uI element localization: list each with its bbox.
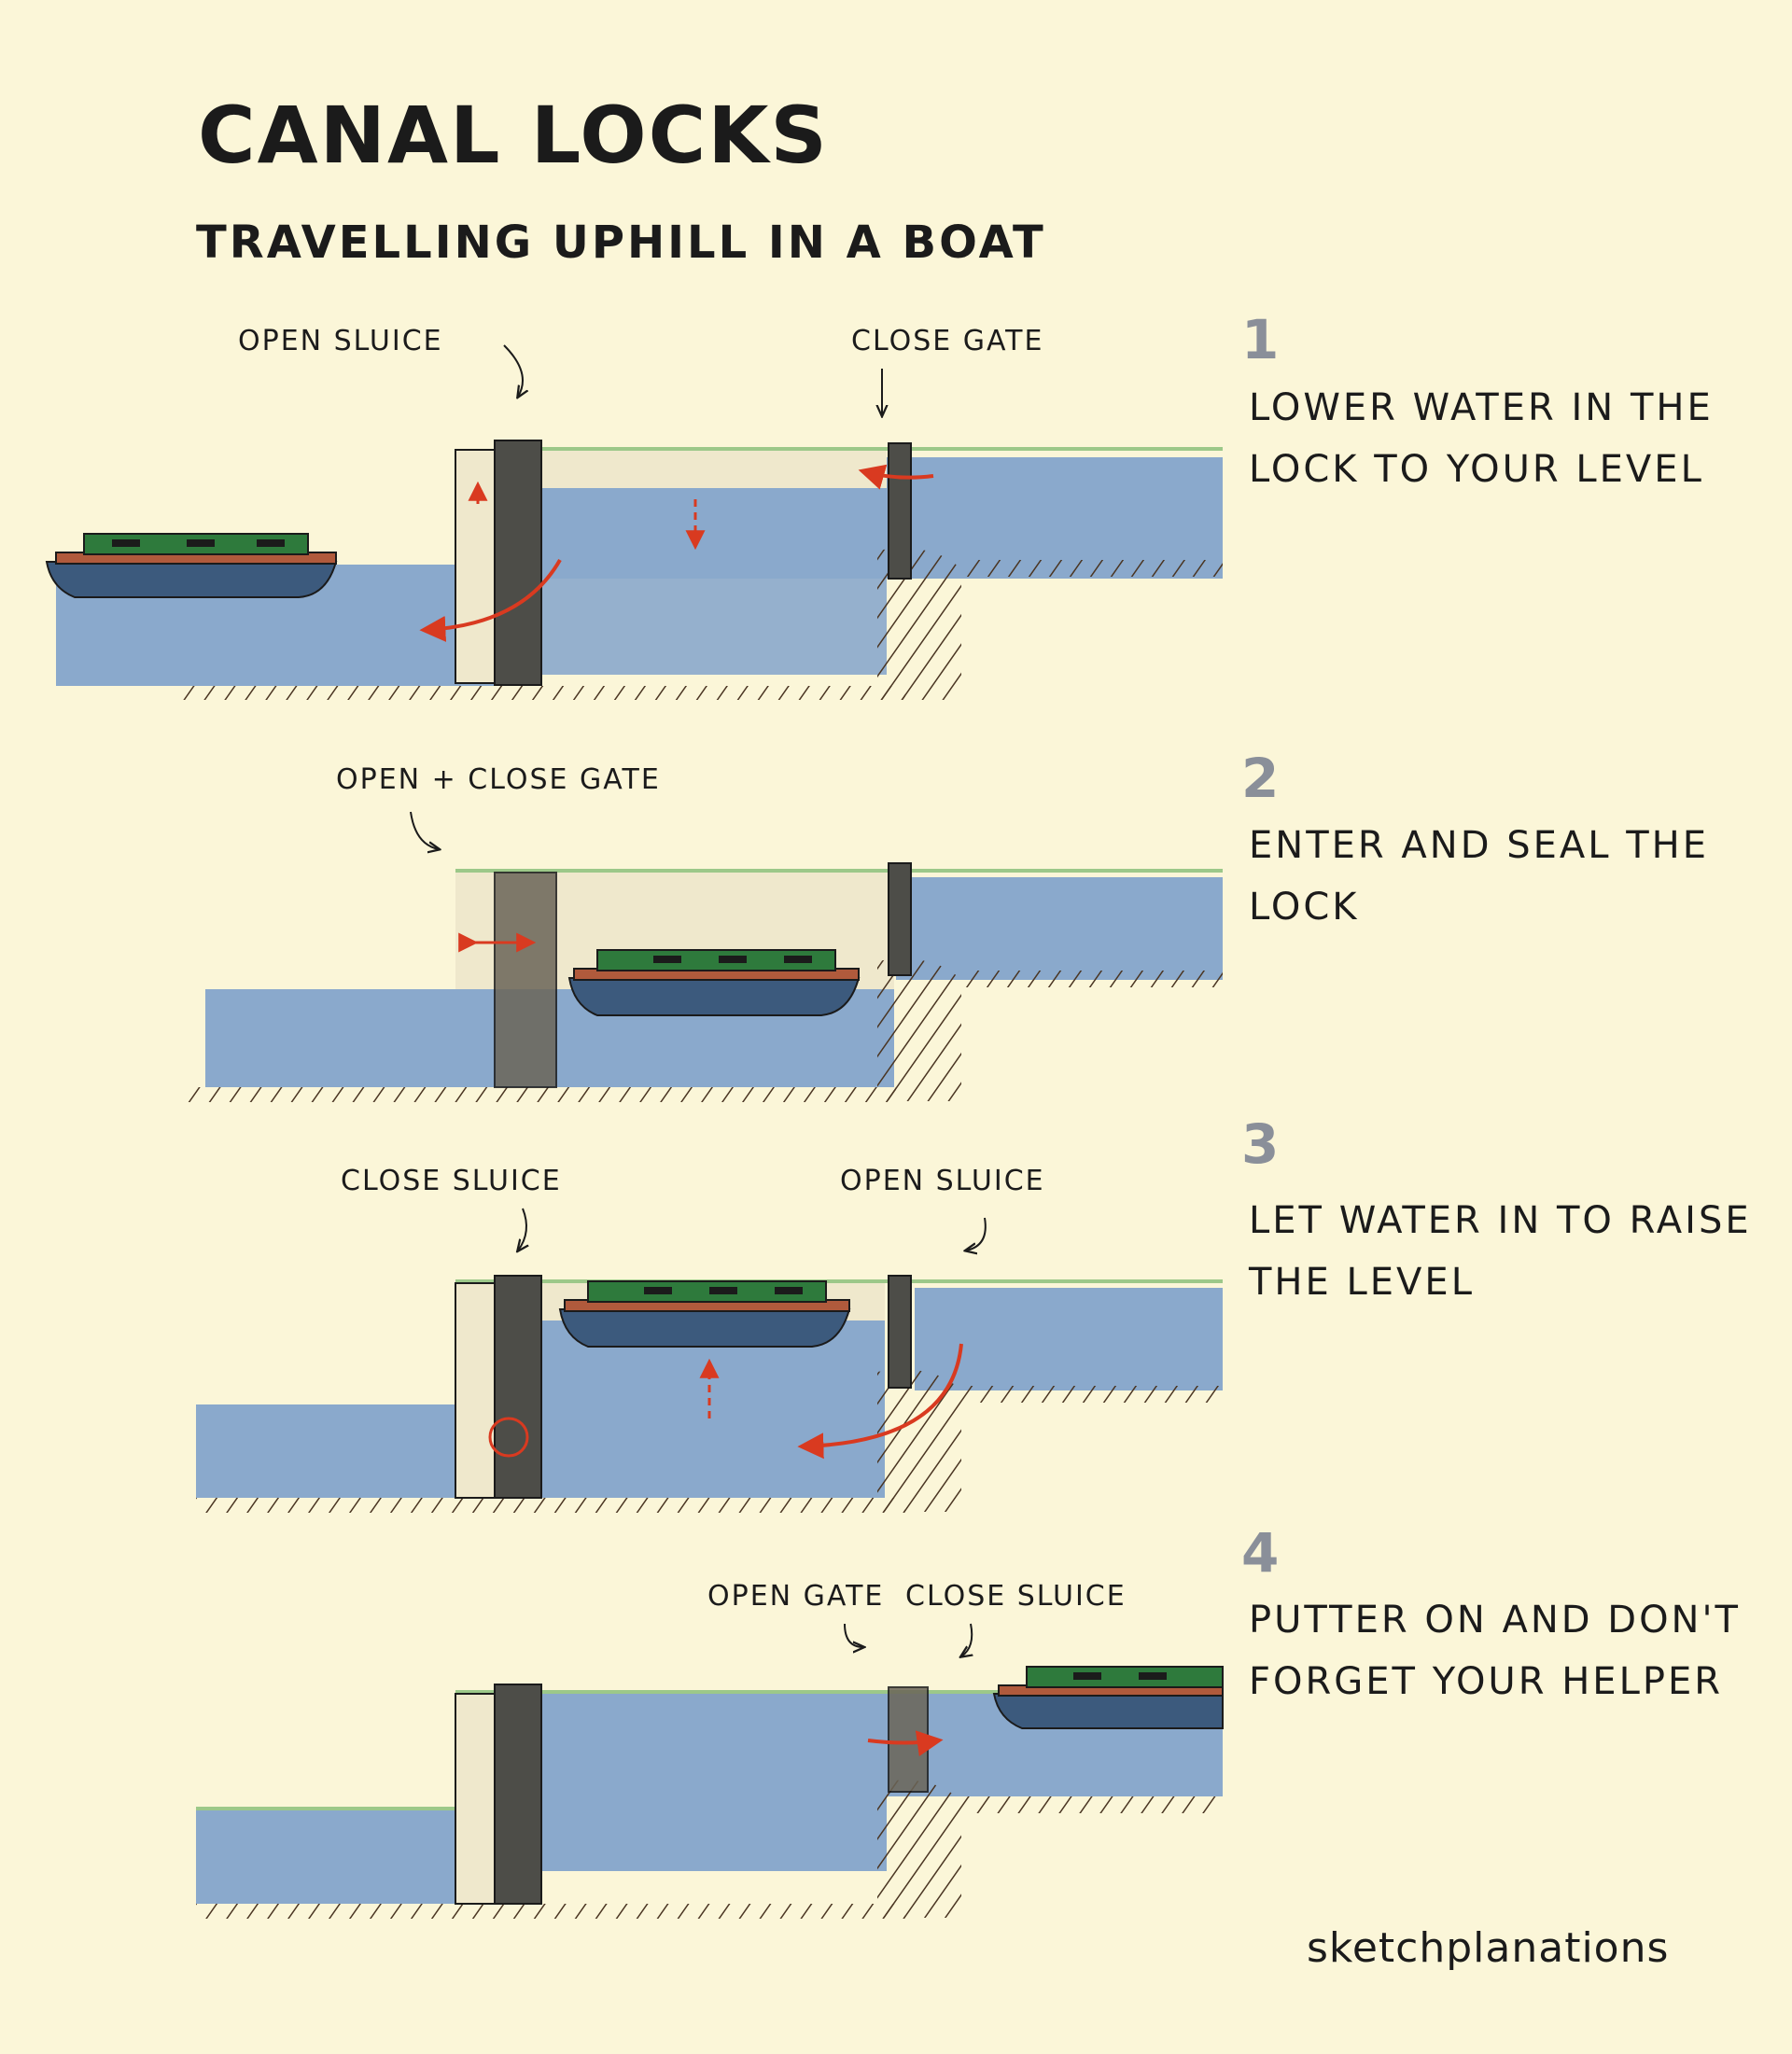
narrowboat <box>567 949 861 1016</box>
step-text: ENTER AND SEAL THE LOCK <box>1249 824 1710 929</box>
step-number: 2 <box>1241 747 1280 810</box>
lower-wall <box>455 1282 496 1499</box>
narrowboat <box>45 533 338 598</box>
flow-arrow <box>797 1343 963 1460</box>
callout-open-sluice: OPEN SLUICE <box>840 1165 1045 1197</box>
canal-bed <box>187 1087 896 1102</box>
lock-water <box>541 1698 887 1871</box>
closed-sluice-marker <box>488 1417 529 1458</box>
cill <box>877 548 961 700</box>
callout-pointer <box>966 1217 987 1251</box>
callout-open-sluice: OPEN SLUICE <box>238 325 443 357</box>
narrowboat <box>558 1280 851 1348</box>
step-number: 1 <box>1241 308 1280 371</box>
stage-3-diagram: CLOSE SLUICE OPEN SLUICE <box>196 1165 1223 1513</box>
callout-open-gate: OPEN GATE <box>707 1580 884 1613</box>
lower-gate <box>494 1275 542 1499</box>
upper-gate <box>888 862 912 976</box>
callout-close-sluice: CLOSE SLUICE <box>341 1165 562 1197</box>
cill <box>877 958 961 1101</box>
upper-bed <box>961 1796 1223 1813</box>
upper-bed <box>961 1386 1223 1403</box>
lower-gate <box>494 872 557 1088</box>
stage-2-diagram: OPEN + CLOSE GATE <box>187 763 1223 1102</box>
callout-close-gate: CLOSE GATE <box>851 325 1043 357</box>
canal-bed <box>196 1498 905 1513</box>
callout-pointer <box>844 1623 863 1647</box>
flow-arrow <box>419 559 562 642</box>
upper-gate <box>888 1686 929 1793</box>
upper-level-water <box>915 1288 1223 1390</box>
lock-wall <box>541 451 887 488</box>
step-text: LOWER WATER IN THE LOCK TO YOUR LEVEL <box>1249 386 1714 491</box>
gate-close-arrow <box>858 464 934 490</box>
gate-open-arrow <box>867 1730 944 1757</box>
cill <box>877 1780 961 1918</box>
lower-gate <box>494 1684 542 1905</box>
lower-level-water <box>196 1404 495 1498</box>
callout-pointer <box>503 344 523 397</box>
stage-4-diagram: OPEN GATE CLOSE SLUICE <box>196 1580 1224 1919</box>
callout-open-close-gate: OPEN + CLOSE GATE <box>336 763 661 796</box>
canal-bed <box>196 1904 905 1919</box>
page-title: CANAL LOCKS <box>198 90 829 181</box>
page-subtitle: TRAVELLING UPHILL IN A BOAT <box>196 217 1046 269</box>
step-number: 3 <box>1241 1112 1280 1176</box>
step-text: PUTTER ON AND DON'T FORGET YOUR HELPER <box>1249 1599 1741 1703</box>
brand-signature: sketchplanations <box>1307 1924 1670 1972</box>
canal-bed <box>177 686 905 700</box>
stage-1-diagram: OPEN SLUICE CLOSE GATE <box>45 325 1223 700</box>
upper-bed <box>961 560 1223 577</box>
lock-water <box>523 1320 885 1498</box>
step-number: 4 <box>1241 1521 1280 1585</box>
cill <box>877 1369 961 1512</box>
upper-level-water <box>896 877 1223 980</box>
step-text: LET WATER IN TO RAISE THE LEVEL <box>1249 1199 1752 1304</box>
callout-pointer <box>410 811 439 849</box>
callout-pointer <box>518 1208 526 1251</box>
callout-pointer <box>961 1623 972 1656</box>
narrowboat <box>992 1666 1224 1729</box>
lock-water <box>541 488 887 675</box>
lower-gate <box>494 440 542 686</box>
upper-gate <box>888 1275 912 1389</box>
callout-close-sluice: CLOSE SLUICE <box>905 1580 1127 1613</box>
upper-gate <box>888 442 912 580</box>
upper-bed <box>961 971 1223 987</box>
